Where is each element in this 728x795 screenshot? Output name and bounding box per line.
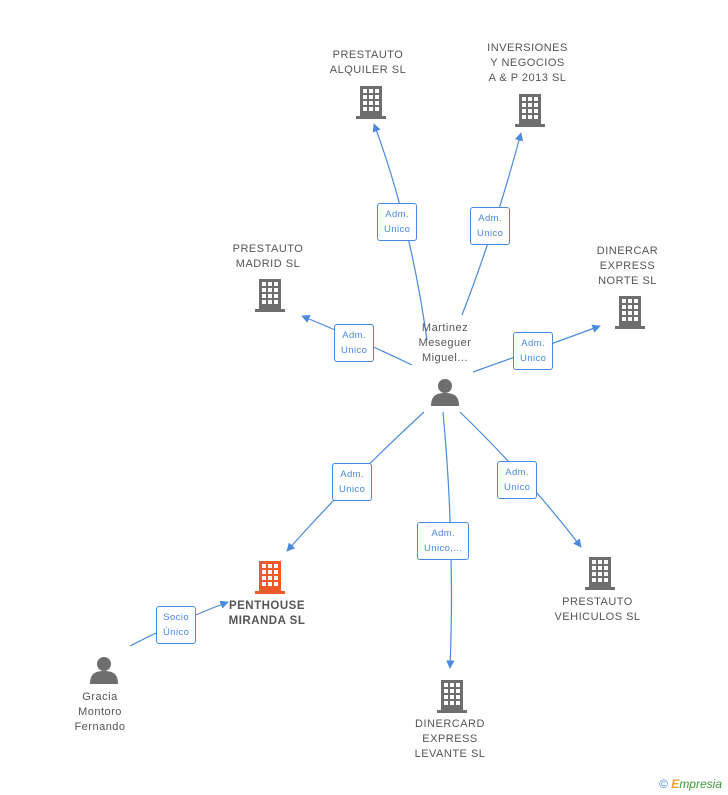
label-line: INVERSIONES [487,42,568,54]
label-line: PRESTAUTO [332,49,404,61]
node-label-prestauto-madrid[interactable]: PRESTAUTO MADRID SL [218,242,318,272]
label-line: Unico [520,353,547,364]
label-line: Martinez [421,322,469,334]
building-icon-penthouse[interactable] [255,561,285,594]
building-icon-dinercard-levante[interactable] [437,680,467,713]
label-line: DINERCARD [415,718,485,730]
label-line: Unico,... [424,543,463,554]
edge-label-to-penthouse: Adm. Unico [332,463,373,501]
label-line: Adm. [521,338,546,349]
label-line: Montoro [78,706,122,718]
building-icon-prestauto-vehiculos[interactable] [585,557,615,590]
label-line: Gracia [82,691,118,703]
label-line: Y NEGOCIOS [490,57,565,69]
label-line: DINERCAR [596,245,659,257]
edge-label-to-norte: Adm. Unico [513,332,554,370]
building-icon-dinercar-norte[interactable] [615,296,645,329]
copyright-icon: © [659,777,668,791]
label-line: LEVANTE SL [414,748,486,760]
label-line: Unico [339,484,366,495]
person-icon-gracia[interactable] [90,657,118,684]
label-line: Adm. [385,209,410,220]
edge-label-to-inversiones: Adm. Unico [470,207,511,245]
edge-label-to-alquiler: Adm. Unico [377,203,418,241]
label-line: Miguel... [421,352,469,364]
person-icon-martinez[interactable] [431,379,459,406]
label-line: PENTHOUSE [228,600,306,612]
label-line: Fernando [74,721,126,733]
brand-name: mpresia [679,777,722,791]
label-line: Adm. [342,330,367,341]
edge-label-to-madrid: Adm. Unico [334,324,375,362]
label-line: NORTE SL [598,275,657,287]
node-label-prestauto-alquiler[interactable]: PRESTAUTO ALQUILER SL [318,48,418,78]
label-line: Adm. [340,469,365,480]
label-line: Socio [163,612,190,623]
label-line: Meseguer [418,337,472,349]
label-line: ALQUILER SL [329,64,407,76]
label-line: Unico [504,482,531,493]
node-label-dinercard-levante[interactable]: DINERCARD EXPRESS LEVANTE SL [400,717,500,762]
node-label-person-gracia[interactable]: Gracia Montoro Fernando [55,690,145,735]
label-line: Unico [341,345,368,356]
label-line: Único [163,627,190,638]
brand-logo-letter: E [671,777,680,791]
edge-label-to-levante: Adm. Unico,... [417,522,470,560]
building-icon-inversiones[interactable] [515,94,545,127]
label-line: Unico [477,228,504,239]
node-label-person-center[interactable]: Martinez Meseguer Miguel... [400,321,490,366]
label-line: Adm. [505,467,530,478]
edge-label-to-vehiculos: Adm. Unico [497,461,538,499]
label-line: Adm. [478,213,503,224]
label-line: MIRANDA SL [228,615,306,627]
label-line: EXPRESS [599,260,656,272]
label-line: Adm. [431,528,456,539]
footer-brand[interactable]: © Empresia [659,777,722,791]
label-line: VEHICULOS SL [554,611,641,623]
node-label-inversiones[interactable]: INVERSIONES Y NEGOCIOS A & P 2013 SL [470,41,585,86]
edge-label-gracia-to-penthouse: Socio Único [156,606,197,644]
building-icon-prestauto-alquiler[interactable] [356,86,386,119]
label-line: EXPRESS [422,733,478,745]
building-icon-prestauto-madrid[interactable] [255,279,285,312]
label-line: A & P 2013 SL [488,72,567,84]
node-label-prestauto-vehiculos[interactable]: PRESTAUTO VEHICULOS SL [545,595,650,625]
label-line: PRESTAUTO [562,596,633,608]
label-line: Unico [384,224,411,235]
node-label-penthouse[interactable]: PENTHOUSE MIRANDA SL [212,599,322,629]
label-line: PRESTAUTO [232,243,304,255]
node-label-dinercar-norte[interactable]: DINERCAR EXPRESS NORTE SL [580,244,675,289]
label-line: MADRID SL [235,258,301,270]
